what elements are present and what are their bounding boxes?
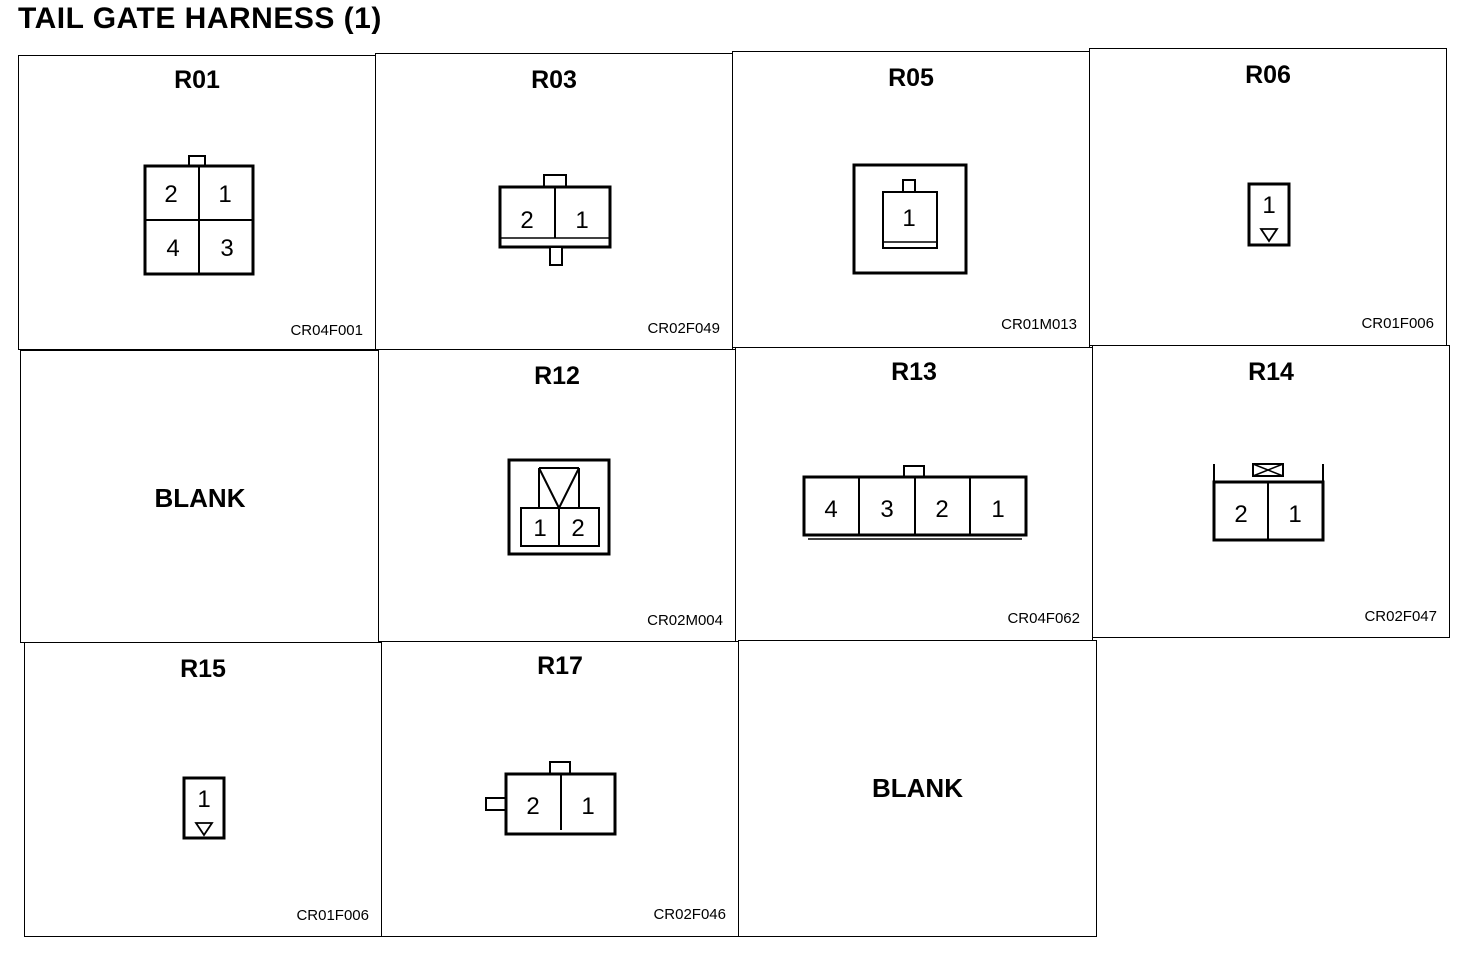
connector-id: R14 [1248,358,1294,386]
pin-label: 1 [991,496,1004,523]
connector-diagram-r15: 1 [182,776,226,840]
connector-cell-r05: R05 1 CR01M013 [732,51,1090,348]
connector-cell-r15: R15 1 CR01F006 [24,642,382,937]
connector-code: CR04F062 [1007,610,1080,627]
blank-label: BLANK [154,483,246,513]
connector-diagram-r05: 1 [852,163,968,275]
connector-code: CR02F049 [647,320,720,337]
blank-label: BLANK [872,773,963,803]
connector-id: R13 [891,358,937,386]
pin-label: 3 [880,496,893,523]
pin-label: 1 [902,205,915,232]
pin-label: 1 [218,181,231,208]
connector-cell-r01: R01 2 1 4 3 CR04F001 [18,55,376,350]
pin-label: 2 [1234,501,1247,528]
connector-code: CR01M013 [1001,316,1077,333]
connector-id: R17 [537,652,583,680]
connector-diagram-r01: 2 1 4 3 [143,155,255,276]
connector-code: CR02F047 [1364,608,1437,625]
connector-diagram-r03: 2 1 [498,174,612,266]
connector-code: CR01F006 [1361,315,1434,332]
pin-label: 4 [824,496,837,523]
connector-id: R03 [531,66,577,94]
connector-diagram-r06: 1 [1247,182,1291,247]
pin-label: 2 [935,496,948,523]
connector-cell-r06: R06 1 CR01F006 [1089,48,1447,346]
pin-label: 4 [166,235,179,262]
pin-label: 2 [526,793,539,820]
pin-label: 1 [533,515,546,542]
connector-code: CR02F046 [653,906,726,923]
connector-id: R15 [180,655,226,683]
connector-cell-r13: R13 4 3 2 1 CR04F062 [735,347,1093,642]
pin-label: 2 [164,181,177,208]
connector-cell-r17: R17 2 1 CR02F046 [381,641,739,937]
connector-cell-r12: R12 1 2 CR02M004 [378,349,736,642]
pin-label: 2 [520,207,533,234]
pin-label: 1 [197,786,210,813]
pin-label: 2 [571,515,584,542]
connector-diagram-r14: 2 1 [1212,463,1325,542]
connector-cell-r14: R14 2 1 CR02F047 [1092,345,1450,638]
pin-label: 1 [581,793,594,820]
pin-label: 3 [220,235,233,262]
blank-cell: BLANK [738,640,1097,937]
connector-diagram-r12: 1 2 [507,458,611,556]
connector-code: CR02M004 [647,612,723,629]
connector-code: CR04F001 [290,322,363,339]
connector-id: R01 [174,66,220,94]
connector-id: R05 [888,64,934,92]
connector-cell-r03: R03 2 1 CR02F049 [375,53,733,350]
connector-id: R06 [1245,61,1291,89]
pin-label: 1 [1262,192,1275,219]
connector-diagram-r13: 4 3 2 1 [802,465,1028,540]
connector-id: R12 [534,362,580,390]
pin-label: 1 [1288,501,1301,528]
blank-cell: BLANK [20,350,380,643]
connector-code: CR01F006 [296,907,369,924]
page-title: TAIL GATE HARNESS (1) [18,2,382,35]
connector-diagram-r17: 2 1 [485,761,617,836]
pin-label: 1 [575,207,588,234]
